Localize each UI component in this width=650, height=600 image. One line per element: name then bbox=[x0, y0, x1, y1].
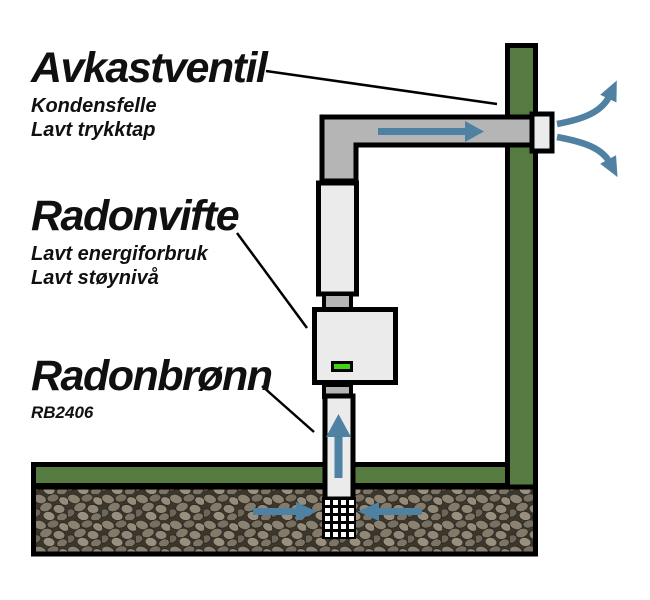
radonvifte-title: Radonvifte bbox=[31, 192, 240, 240]
avkastventil-sub1: Kondensfelle bbox=[31, 95, 157, 117]
callout-avkastventil: Avkastventil Kondensfelle Lavt trykktap bbox=[31, 44, 268, 142]
well-perforation-grid bbox=[322, 497, 356, 539]
leader-line-avkastventil bbox=[265, 69, 498, 106]
duct-airflow-right-arrow-icon bbox=[378, 121, 484, 142]
fan-led-indicator bbox=[331, 361, 353, 372]
duct-upper-section bbox=[316, 180, 359, 297]
pipe-airflow-up-arrow-icon bbox=[326, 414, 351, 478]
exhaust-vent-cap bbox=[529, 111, 555, 154]
leader-line-radonvifte bbox=[235, 232, 309, 329]
exhaust-airflow-up-arrow-icon bbox=[556, 80, 617, 128]
callout-radonbronn: Radonbrønn RB2406 bbox=[31, 352, 273, 423]
radonvifte-sub1: Lavt energiforbruk bbox=[31, 243, 208, 265]
radonbronn-title: Radonbrønn bbox=[31, 352, 273, 400]
coupling-upper bbox=[322, 292, 353, 311]
floor-slab bbox=[31, 462, 511, 488]
callout-radonvifte: Radonvifte Lavt energiforbruk Lavt støyn… bbox=[31, 192, 240, 290]
gravel-airflow-left-arrow-icon bbox=[358, 502, 422, 521]
avkastventil-title: Avkastventil bbox=[31, 44, 268, 92]
radonvifte-sub2: Lavt støynivå bbox=[31, 266, 159, 289]
exhaust-airflow-down-arrow-icon bbox=[556, 133, 618, 178]
gravel-layer bbox=[31, 484, 538, 557]
radonbronn-sub1: RB2406 bbox=[31, 403, 94, 422]
exhaust-duct-elbow bbox=[319, 114, 535, 184]
gravel-airflow-right-arrow-icon bbox=[253, 502, 317, 521]
fan-unit bbox=[312, 307, 398, 385]
avkastventil-sub2: Lavt trykktap bbox=[31, 118, 156, 141]
leader-line-radonbronn bbox=[261, 385, 315, 433]
